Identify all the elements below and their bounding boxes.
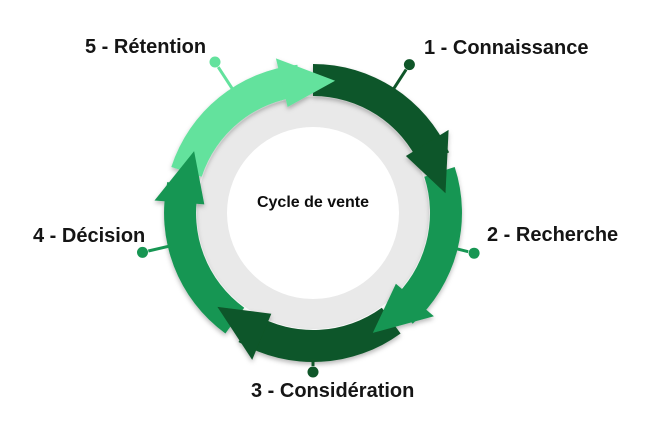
segment-arrow-head-2	[372, 283, 434, 333]
stage-label-consideration: 3 - Considération	[251, 380, 415, 402]
stage-pin-4	[137, 244, 172, 258]
segment-arrow-body-5	[171, 64, 301, 177]
stage-pin-5	[209, 56, 235, 92]
stage-label-decision: 4 - Décision	[33, 225, 146, 247]
segment-arrow-body-4	[164, 182, 245, 334]
segment-arrow-body-1	[313, 64, 450, 166]
stage-pin-1	[391, 59, 415, 92]
inner-track-ring	[197, 97, 429, 329]
stage-label-recherche: 2 - Recherche	[487, 224, 619, 246]
arrow-segments	[154, 58, 462, 362]
segment-arrow-head-5	[275, 58, 336, 107]
segment-arrow-body-3	[238, 307, 401, 362]
stage-label-retention: 5 - Rétention	[85, 36, 207, 58]
segment-arrow-body-2	[391, 167, 462, 324]
stage-pin-2	[454, 246, 480, 259]
segment-arrow-head-3	[217, 306, 272, 360]
stage-pin-3	[307, 359, 319, 378]
stage-label-connaissance: 1 - Connaissance	[424, 37, 589, 59]
segment-arrow-head-4	[154, 151, 205, 205]
segment-arrow-head-1	[405, 129, 449, 194]
center-title: Cycle de vente	[256, 194, 370, 211]
